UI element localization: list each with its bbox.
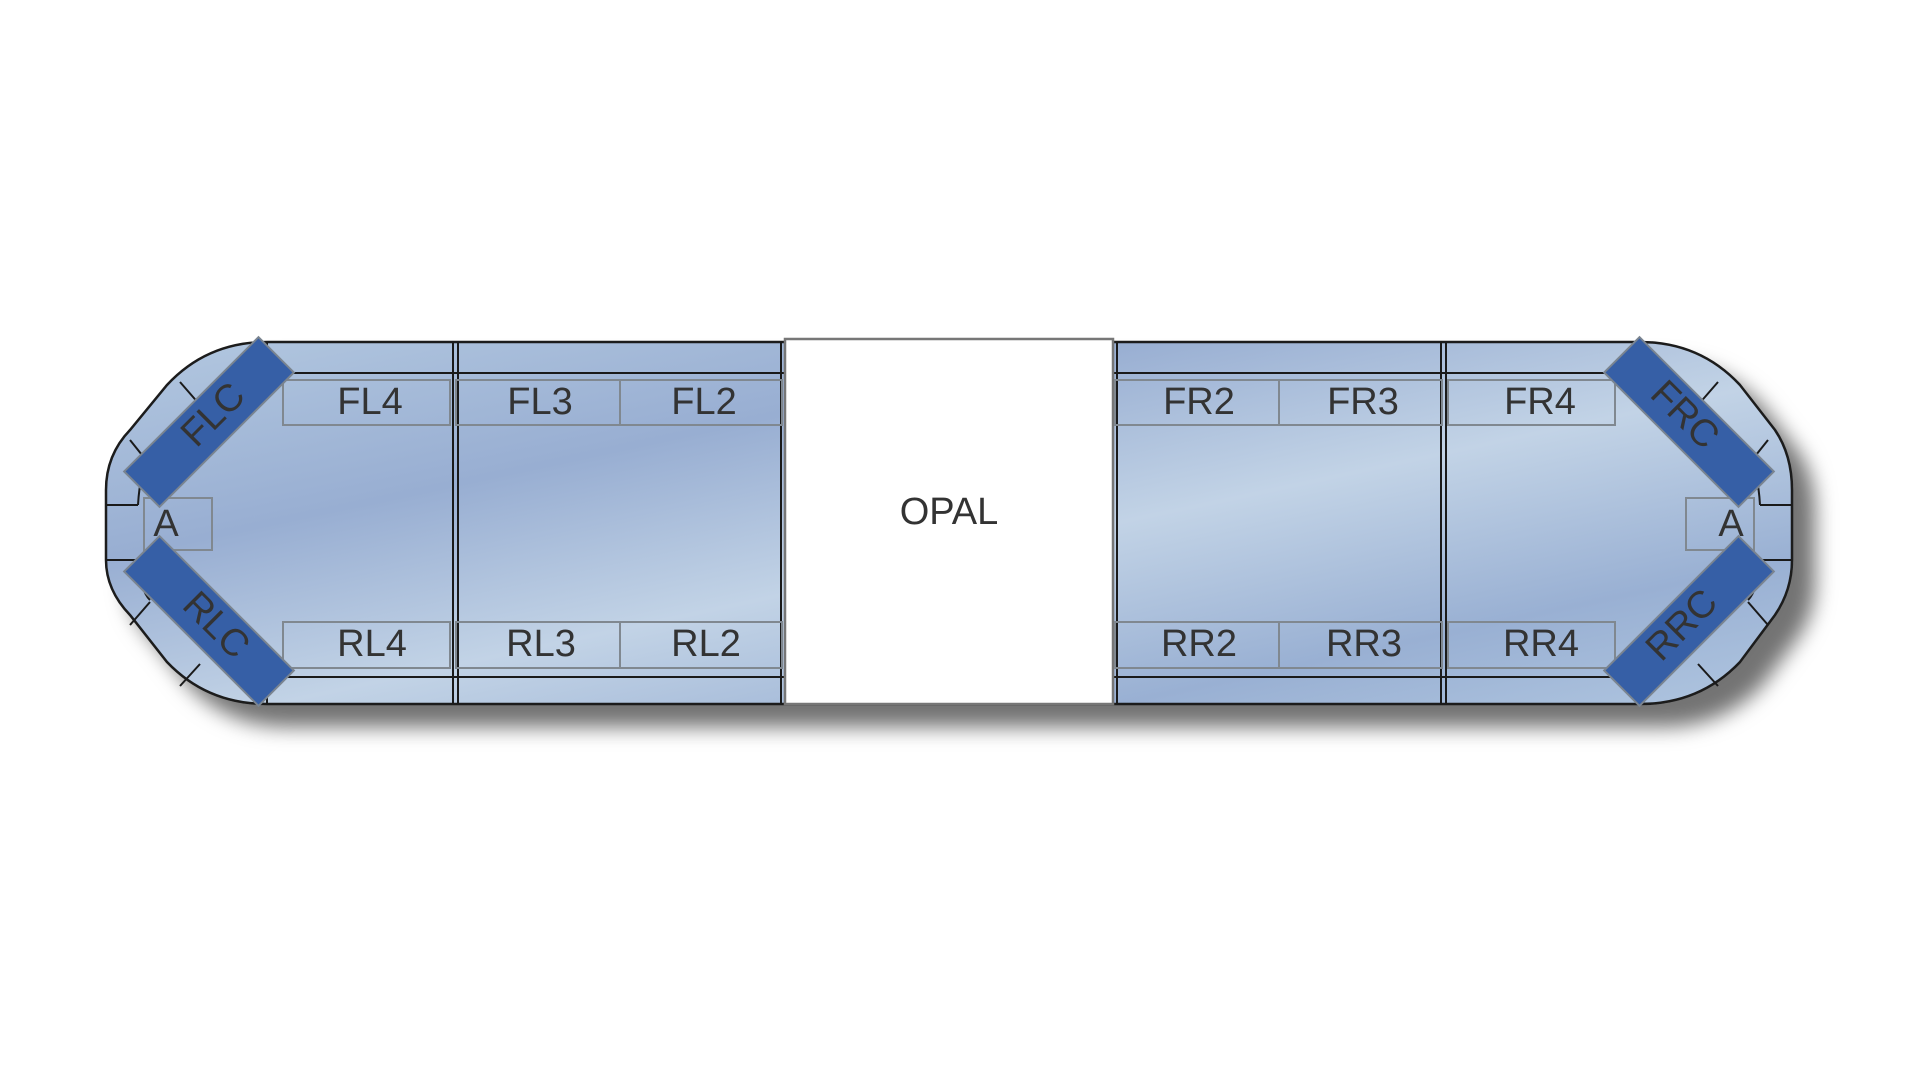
module-fr3[interactable] bbox=[1278, 379, 1443, 426]
module-rr4-label: RR4 bbox=[1503, 623, 1579, 665]
module-fl2[interactable] bbox=[619, 379, 783, 426]
center-module-opal[interactable] bbox=[783, 337, 1115, 706]
module-rl4-label: RL4 bbox=[337, 623, 407, 665]
module-a-left[interactable] bbox=[143, 497, 213, 551]
center-module-label: OPAL bbox=[900, 491, 999, 533]
rear-modules: RL4 RL3 RL2 RR2 RR3 RR4 bbox=[282, 621, 1616, 669]
module-fr2-label: FR2 bbox=[1163, 381, 1235, 423]
module-fl4[interactable] bbox=[282, 379, 451, 426]
module-rl4[interactable] bbox=[282, 621, 451, 669]
module-a-right[interactable] bbox=[1685, 497, 1755, 551]
module-rr4[interactable] bbox=[1447, 621, 1616, 669]
module-rl2[interactable] bbox=[619, 621, 783, 669]
module-rl3-label: RL3 bbox=[506, 623, 576, 665]
module-fl4-label: FL4 bbox=[337, 381, 402, 423]
module-rr2-label: RR2 bbox=[1161, 623, 1237, 665]
module-fr3-label: FR3 bbox=[1327, 381, 1399, 423]
module-fr4[interactable] bbox=[1447, 379, 1616, 426]
front-modules: FL4 FL3 FL2 FR2 FR3 FR4 bbox=[282, 379, 1616, 426]
module-rr3-label: RR3 bbox=[1326, 623, 1402, 665]
module-rr3[interactable] bbox=[1278, 621, 1443, 669]
module-fl2-label: FL2 bbox=[671, 381, 736, 423]
module-fl3-label: FL3 bbox=[507, 381, 572, 423]
module-fr4-label: FR4 bbox=[1504, 381, 1576, 423]
module-rl2-label: RL2 bbox=[671, 623, 741, 665]
